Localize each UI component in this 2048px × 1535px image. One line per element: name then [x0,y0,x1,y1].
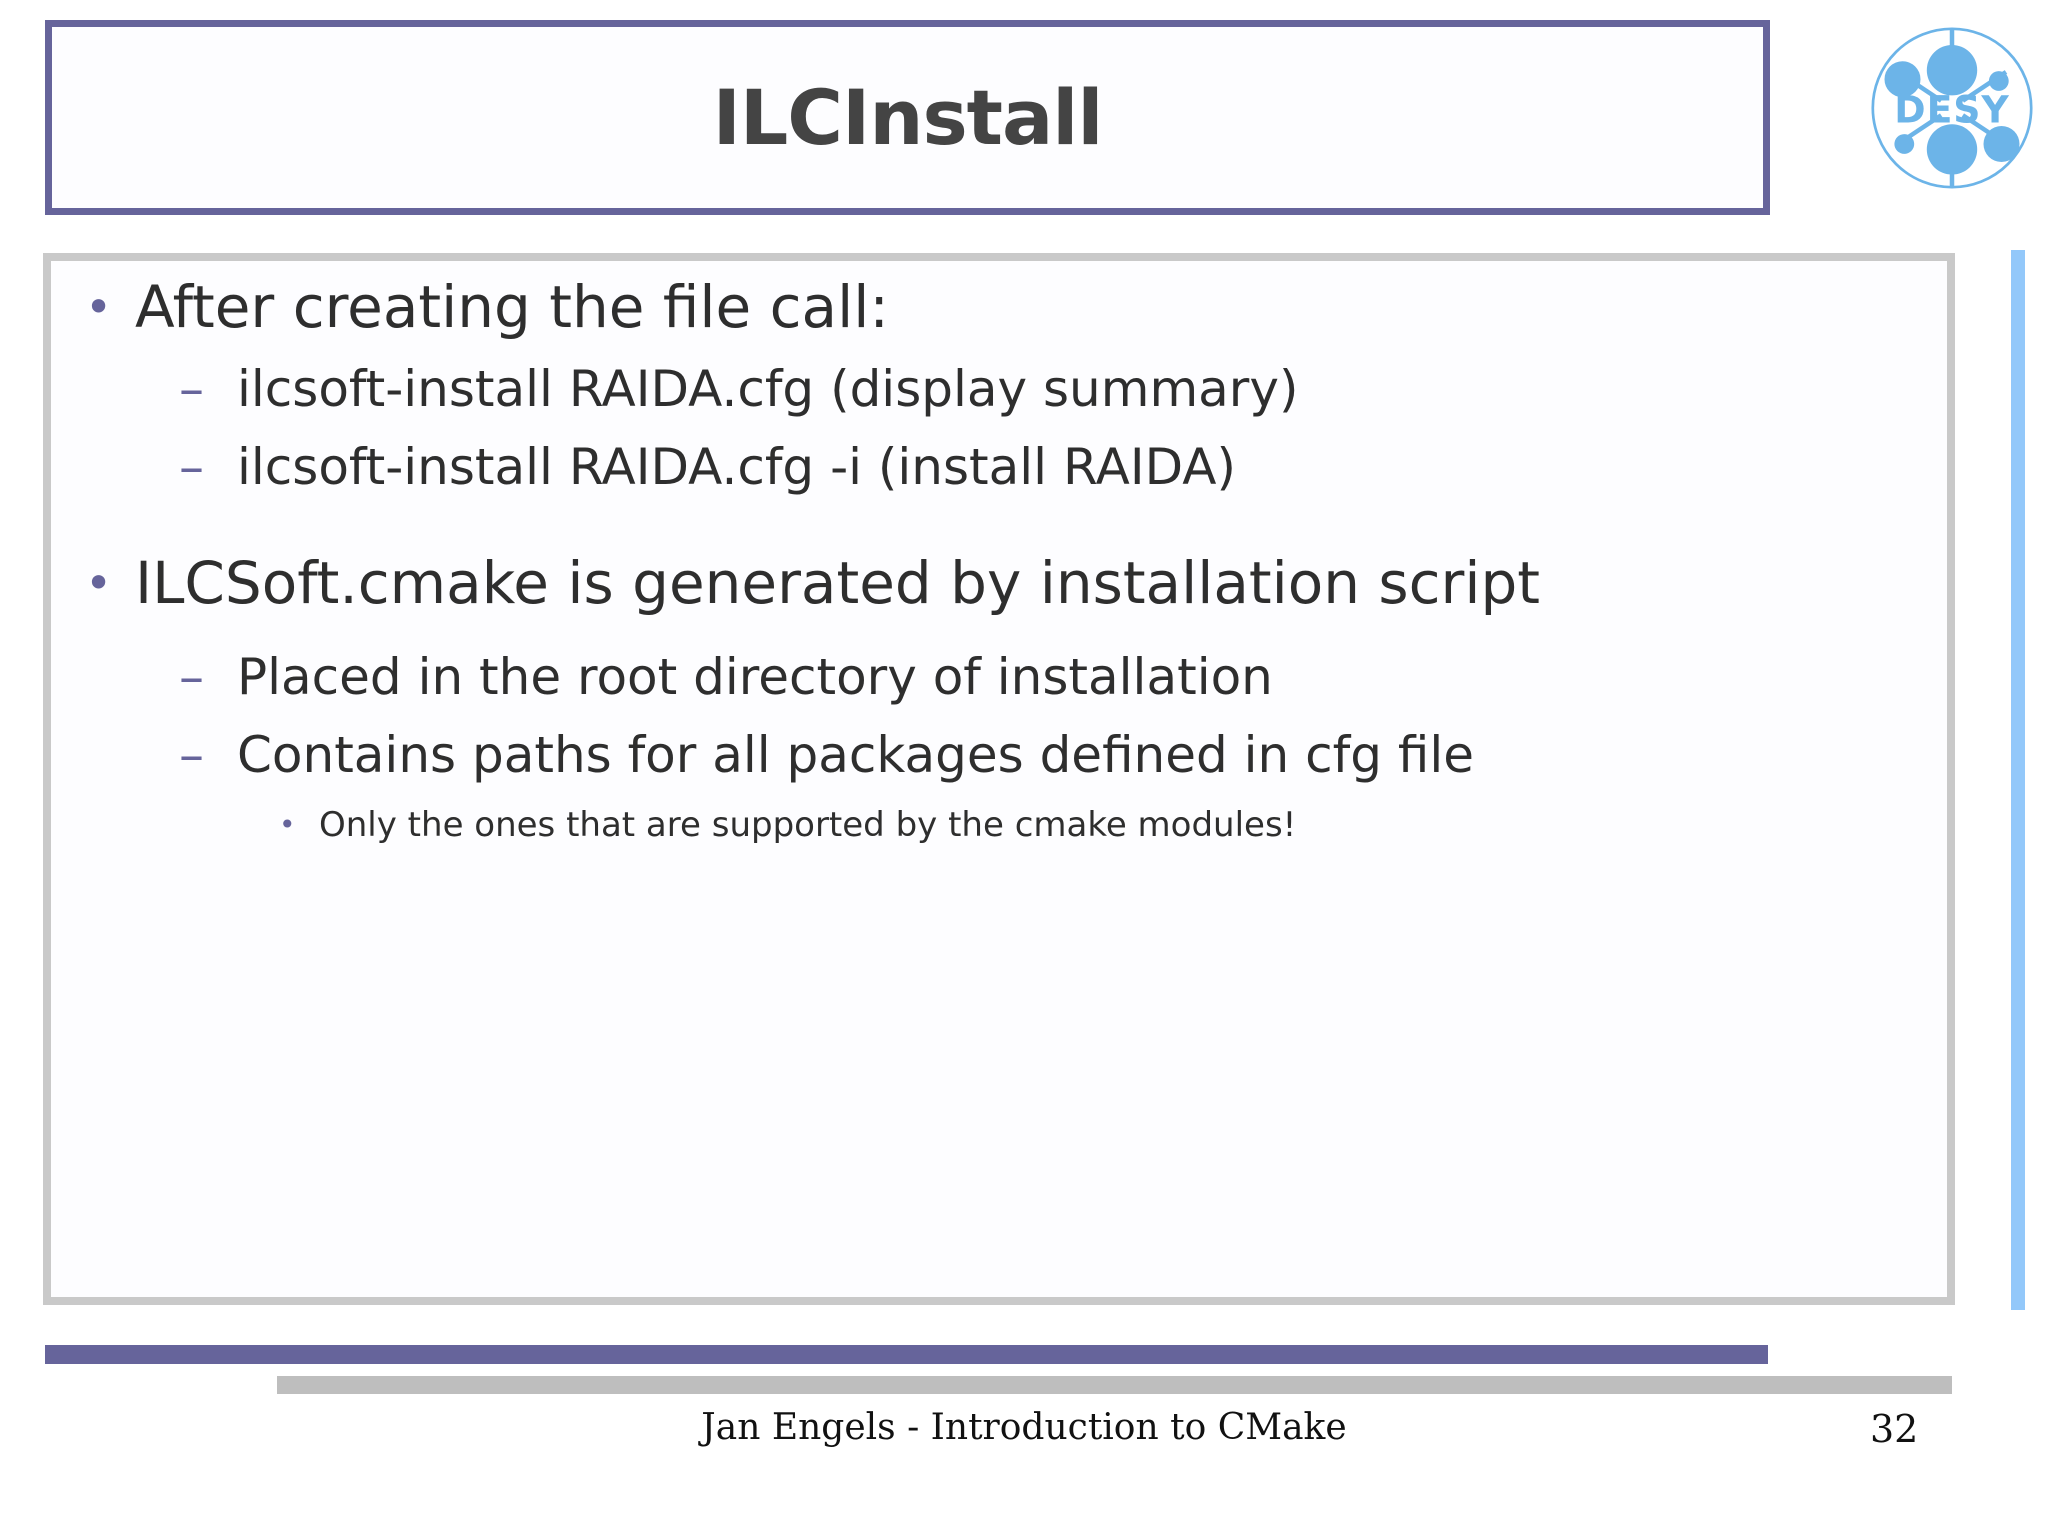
bullet-dash-icon: – [179,726,204,784]
page-number: 32 [1870,1407,1919,1451]
bullet-text: Contains paths for all packages defined … [237,726,1474,784]
slide-title-box: ILCInstall [45,20,1770,215]
bullet-level2: – Placed in the root directory of instal… [179,647,1929,707]
bullet-level1: • After creating the file call: [79,273,1929,341]
bullet-dash-icon: – [179,438,204,496]
spacer [69,785,1929,803]
bullet-text: After creating the file call: [135,273,889,341]
bullet-level2: – ilcsoft-install RAIDA.cfg -i (install … [179,437,1929,497]
bullet-dash-icon: – [179,648,204,706]
slide-content-box: • After creating the file call: – ilcsof… [43,253,1955,1305]
bullet-dot-icon: • [279,808,296,841]
bullet-text: Only the ones that are supported by the … [319,805,1297,845]
svg-text:DESY: DESY [1894,87,2009,131]
footer-purple-bar [45,1345,1768,1364]
spacer [69,617,1929,647]
bullet-text: ILCSoft.cmake is generated by installati… [135,549,1541,617]
bullet-level3: • Only the ones that are supported by th… [279,803,1929,847]
bullet-text: Placed in the root directory of installa… [237,648,1273,706]
page-title: ILCInstall [712,72,1104,162]
bullet-text: ilcsoft-install RAIDA.cfg (display summa… [237,360,1299,418]
footer-text: Jan Engels - Introduction to CMake [701,1407,1347,1448]
spacer [69,341,1929,359]
spacer [69,419,1929,437]
bullet-level1: • ILCSoft.cmake is generated by installa… [79,549,1929,617]
spacer [69,497,1929,549]
desy-logo: DESY [1862,18,2042,198]
footer-gray-bar [277,1376,1952,1394]
right-accent-bar [2011,250,2025,1310]
bullet-level2: – Contains paths for all packages define… [179,725,1929,785]
bullet-dot-icon: • [85,280,113,334]
bullet-dot-icon: • [85,556,113,610]
spacer [69,707,1929,725]
bullet-text: ilcsoft-install RAIDA.cfg -i (install RA… [237,438,1236,496]
bullet-level2: – ilcsoft-install RAIDA.cfg (display sum… [179,359,1929,419]
bullet-dash-icon: – [179,360,204,418]
